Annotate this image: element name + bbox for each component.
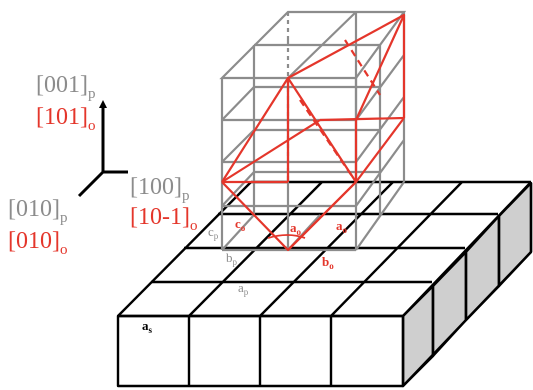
orthorhombic-cell bbox=[221, 13, 406, 252]
label-ao-top: ao bbox=[290, 220, 302, 237]
axis-label-10-1-o: [10-1]o bbox=[130, 204, 197, 234]
axis-label-101-o: [101]o bbox=[36, 104, 95, 134]
label-as: as bbox=[142, 318, 153, 335]
axis-label-010-p: [010]p bbox=[8, 196, 67, 226]
label-cp: cp bbox=[208, 224, 219, 241]
axis-010-arrow bbox=[77, 170, 105, 198]
label-ap: ap bbox=[238, 280, 249, 297]
coordinate-axes bbox=[77, 100, 128, 198]
label-bp: bp bbox=[226, 250, 238, 267]
substrate-block bbox=[116, 180, 533, 388]
label-bo: bo bbox=[322, 254, 334, 271]
label-ao-right: ao bbox=[336, 218, 348, 235]
axis-label-010-o: [010]o bbox=[8, 228, 67, 258]
label-co: co bbox=[235, 216, 246, 233]
axis-label-001-p: [001]p bbox=[36, 72, 95, 102]
axis-label-100-p: [100]p bbox=[130, 174, 189, 204]
